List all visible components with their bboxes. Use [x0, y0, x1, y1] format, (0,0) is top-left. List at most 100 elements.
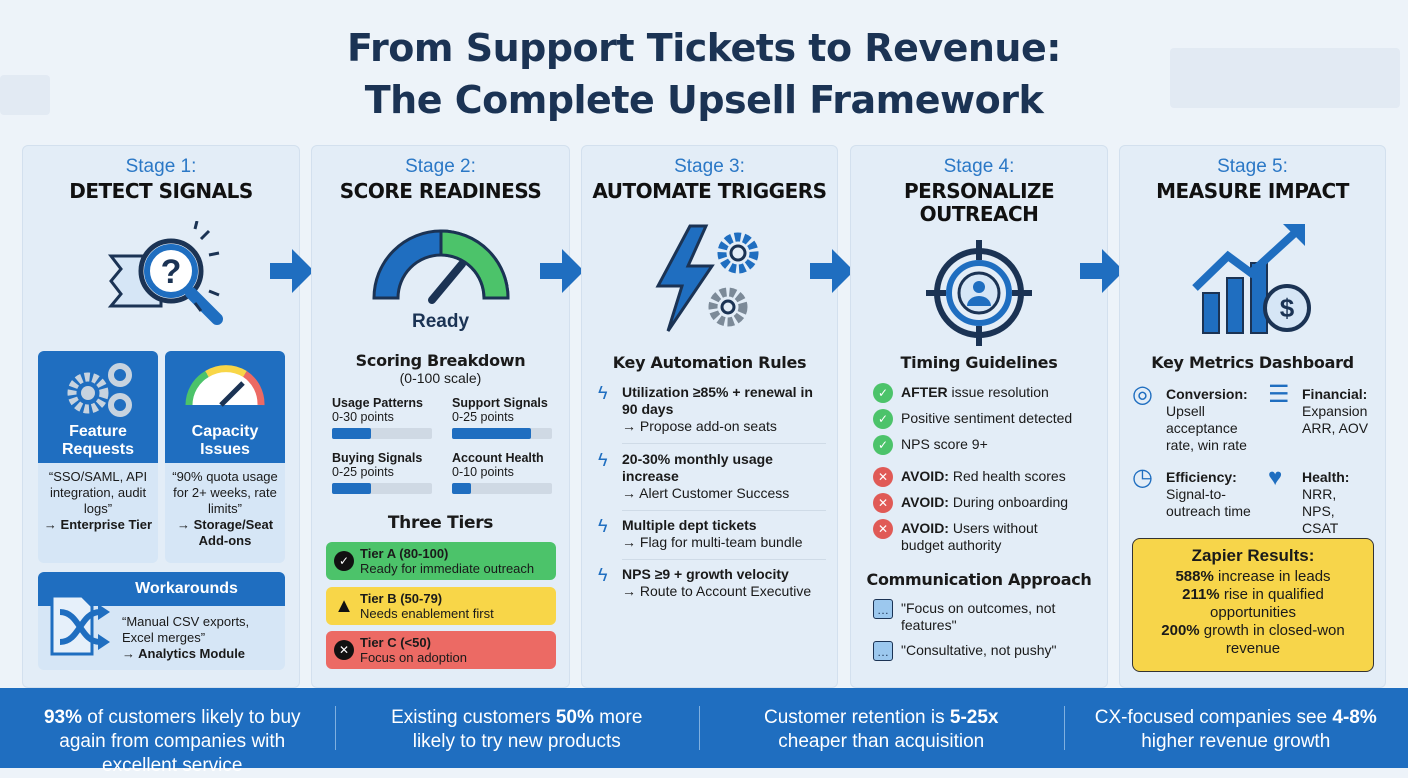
card-quote: “Manual CSV exports, Excel merges”: [122, 614, 281, 646]
gauge-icon: [366, 224, 516, 304]
chat-bubble-icon: …: [873, 641, 893, 661]
metric-conversion: ◎Conversion:Upsell acceptance rate, win …: [1132, 386, 1262, 454]
timing-do: ✓AFTER issue resolution: [873, 384, 1049, 401]
zapier-results-box: Zapier Results: 588% increase in leads 2…: [1132, 538, 1374, 672]
title-line-1: From Support Tickets to Revenue:: [0, 22, 1408, 74]
magnifier-question-icon: ?: [91, 221, 231, 336]
heart-pulse-icon: ♥: [1268, 469, 1282, 486]
growth-chart-dollar-icon: $: [1183, 218, 1323, 338]
lightning-icon: ϟ: [598, 567, 608, 584]
warning-icon: ▲: [334, 596, 354, 616]
score-bar-fill: [452, 483, 471, 494]
rule-action: → Route to Account Executive: [622, 583, 826, 600]
coins-icon: ☰: [1268, 386, 1290, 403]
footer-stat: Customer retention is 5-25x cheaper than…: [699, 688, 1064, 768]
rule-action: → Alert Customer Success: [622, 485, 826, 502]
timing-avoid: ✕AVOID: Red health scores: [873, 468, 1066, 485]
communication-item: …"Consultative, not pushy": [873, 642, 1056, 659]
stage-title: PERSONALIZE OUTREACH: [904, 180, 1054, 226]
rule-action: → Propose add-on seats: [622, 418, 826, 435]
stats-footer: 93% of customers likely to buy again fro…: [0, 688, 1408, 768]
rule-condition: Multiple dept tickets: [622, 517, 826, 534]
metrics-title: Key Metrics Dashboard: [1120, 353, 1385, 372]
score-bar-fill: [332, 428, 371, 439]
capacity-issues-card: Capacity Issues “90% quota usage for 2+ …: [165, 351, 285, 563]
rule-condition: Utilization ≥85% + renewal in 90 days: [622, 384, 826, 418]
svg-text:?: ?: [161, 253, 182, 291]
tier-name: Tier B (50-79): [360, 591, 556, 606]
score-bar: [332, 483, 432, 494]
score-range: 0-25 points: [452, 410, 552, 424]
footer-stat: 93% of customers likely to buy again fro…: [0, 688, 335, 768]
check-circle-icon: ✓: [873, 435, 893, 455]
card-result: → Storage/Seat Add-ons: [169, 517, 281, 549]
score-bar: [452, 483, 552, 494]
score-bar: [452, 428, 552, 439]
stage-number: Stage 5:: [1120, 156, 1385, 178]
card-quote: “90% quota usage for 2+ weeks, rate limi…: [169, 469, 281, 517]
stage-title: MEASURE IMPACT: [1120, 180, 1385, 203]
check-circle-icon: ✓: [873, 409, 893, 429]
page-title: From Support Tickets to Revenue: The Com…: [0, 22, 1408, 126]
timing-title: Timing Guidelines: [851, 353, 1107, 372]
target-icon: ◎: [1132, 386, 1153, 403]
tier-desc: Ready for immediate outreach: [360, 561, 556, 576]
automation-rule: ϟ Utilization ≥85% + renewal in 90 days→ …: [598, 384, 826, 444]
lightning-icon: ϟ: [598, 385, 608, 402]
score-bar-fill: [332, 483, 371, 494]
stage-title: SCORE READINESS: [312, 180, 569, 203]
breakdown-subtitle: (0-100 scale): [312, 370, 569, 386]
x-circle-icon: ✕: [873, 493, 893, 513]
lightning-icon: ϟ: [598, 452, 608, 469]
shuffle-file-icon: [46, 590, 116, 660]
score-name: Buying Signals: [332, 451, 432, 465]
rules-title: Key Automation Rules: [582, 353, 837, 372]
score-range: 0-25 points: [332, 465, 432, 479]
gears-icon: [60, 361, 136, 421]
target-user-icon: [924, 238, 1034, 348]
result-item: 200% growth in closed-won revenue: [1133, 622, 1373, 658]
svg-text:$: $: [1279, 293, 1294, 323]
rule-action: → Flag for multi-team bundle: [622, 534, 826, 551]
check-icon: ✓: [334, 551, 354, 571]
workarounds-card: Workarounds “Manual CSV exports, Excel m…: [38, 572, 285, 670]
metric-health: ♥Health:NRR, NPS, CSAT: [1268, 469, 1372, 537]
tier-name: Tier A (80-100): [360, 546, 556, 561]
breakdown-title: Scoring Breakdown: [312, 351, 569, 370]
timing-avoid: ✕AVOID: During onboarding: [873, 494, 1068, 511]
score-bar-fill: [452, 428, 531, 439]
results-title: Zapier Results:: [1133, 547, 1373, 565]
stopwatch-icon: ◷: [1132, 469, 1153, 486]
card-result: → Enterprise Tier: [42, 517, 154, 533]
check-circle-icon: ✓: [873, 383, 893, 403]
x-icon: ✕: [334, 640, 354, 660]
tiers-title: Three Tiers: [312, 513, 569, 533]
communication-title: Communication Approach: [851, 570, 1107, 589]
footer-stat: CX-focused companies see 4-8% higher rev…: [1064, 688, 1408, 768]
lightning-icon: ϟ: [598, 518, 608, 535]
timing-do: ✓NPS score 9+: [873, 436, 988, 453]
title-line-2: The Complete Upsell Framework: [0, 74, 1408, 126]
timing-avoid: ✕AVOID: Users without budget authority: [873, 520, 1073, 554]
tier-c: ✕Tier C (<50)Focus on adoption: [326, 631, 556, 669]
stage-3-panel: Stage 3: AUTOMATE TRIGGERS Key Automatio…: [581, 145, 838, 688]
stage-5-panel: Stage 5: MEASURE IMPACT $ Key Metrics Da…: [1119, 145, 1386, 688]
result-item: 211% rise in qualified opportunities: [1133, 586, 1373, 622]
x-circle-icon: ✕: [873, 519, 893, 539]
metric-financial: ☰Financial:Expansion ARR, AOV: [1268, 386, 1378, 437]
stage-number: Stage 3:: [582, 156, 837, 178]
timing-do: ✓Positive sentiment detected: [873, 410, 1072, 427]
card-title: Feature Requests: [62, 423, 134, 458]
metric-efficiency: ◷Efficiency:Signal-to-outreach time: [1132, 469, 1258, 520]
x-circle-icon: ✕: [873, 467, 893, 487]
arrow-right-icon: [1080, 247, 1124, 295]
score-range: 0-30 points: [332, 410, 432, 424]
communication-item: …"Focus on outcomes, not features": [873, 600, 1073, 634]
stage-number: Stage 2:: [312, 156, 569, 178]
tier-b: ▲Tier B (50-79)Needs enablement first: [326, 587, 556, 625]
stage-number: Stage 1:: [23, 156, 299, 178]
